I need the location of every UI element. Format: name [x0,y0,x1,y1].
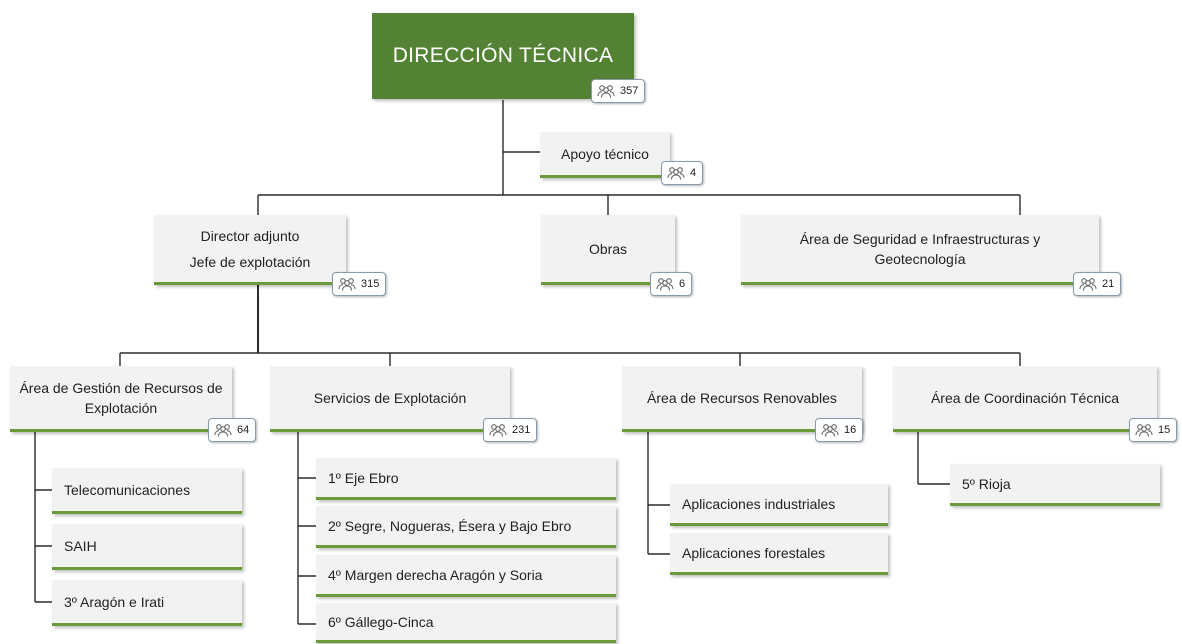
servicios-explotacion-label: Servicios de Explotación [313,389,467,406]
area-seguridad-label: Área de Seguridad e Infraestructuras y G… [799,230,1041,267]
rioja-label: 5º Rioja [962,475,1011,492]
jefe-explotacion-label: Jefe de explotación [189,253,311,270]
obras-box[interactable]: Obras [541,215,675,285]
aplicaciones-industriales-label: Aplicaciones industriales [682,495,836,512]
area-gestion-recursos-box[interactable]: Área de Gestión de Recursos de Explotaci… [10,366,232,432]
area-recursos-renovables-label: Área de Recursos Renovables [647,389,837,406]
headcount-value: 4 [690,167,697,179]
saih-box[interactable]: SAIH [52,524,242,570]
people-group-icon [489,424,507,437]
segre-nogueras-box[interactable]: 2º Segre, Nogueras, Ésera y Bajo Ebro [316,506,616,548]
headcount-badge-direccion-tecnica: 357 [591,79,646,103]
people-group-icon [656,278,674,291]
servicios-explotacion-box[interactable]: Servicios de Explotación [270,366,510,432]
headcount-badge-apoyo-tecnico: 4 [661,161,704,185]
eje-ebro-box[interactable]: 1º Eje Ebro [316,458,616,500]
people-group-icon [821,424,839,437]
area-coordinacion-tecnica-box[interactable]: Área de Coordinación Técnica [893,366,1157,432]
headcount-value: 6 [679,278,686,290]
segre-nogueras-label: 2º Segre, Nogueras, Ésera y Bajo Ebro [328,517,572,534]
apoyo-tecnico-box[interactable]: Apoyo técnico [540,132,670,178]
area-gestion-recursos-label: Área de Gestión de Recursos de Explotaci… [19,379,223,416]
aplicaciones-industriales-box[interactable]: Aplicaciones industriales [670,484,888,526]
headcount-value: 315 [361,278,380,290]
gallego-cinca-label: 6º Gállego-Cinca [328,613,434,630]
people-group-icon [338,278,356,291]
aplicaciones-forestales-box[interactable]: Aplicaciones forestales [670,533,888,575]
headcount-badge-gestion: 64 [208,418,257,442]
direccion-tecnica-label: DIRECCIÓN TÉCNICA [392,44,614,67]
headcount-value: 64 [237,424,250,436]
apoyo-tecnico-label: Apoyo técnico [561,145,649,162]
aplicaciones-forestales-label: Aplicaciones forestales [682,544,826,561]
aragon-irati-label: 3º Aragón e Irati [64,593,165,610]
people-group-icon [214,424,232,437]
direccion-tecnica-box[interactable]: DIRECCIÓN TÉCNICA [372,13,634,99]
headcount-badge-coordinacion: 15 [1129,418,1178,442]
headcount-badge-obras: 6 [650,272,693,296]
director-adjunto-box[interactable]: Director adjunto Jefe de explotación [154,215,346,285]
area-coordinacion-tecnica-label: Área de Coordinación Técnica [930,389,1120,406]
obras-label: Obras [588,240,628,257]
director-adjunto-label: Director adjunto [200,227,300,244]
telecomunicaciones-label: Telecomunicaciones [64,481,191,498]
headcount-value: 357 [620,85,639,97]
people-group-icon [667,167,685,180]
headcount-badge-servicios: 231 [483,418,538,442]
headcount-badge-renovables: 16 [815,418,864,442]
rioja-box[interactable]: 5º Rioja [950,464,1160,506]
headcount-value: 15 [1158,424,1171,436]
people-group-icon [1135,424,1153,437]
people-group-icon [1079,278,1097,291]
headcount-badge-seguridad: 21 [1073,272,1122,296]
headcount-value: 231 [512,424,531,436]
headcount-badge-director: 315 [332,272,387,296]
saih-label: SAIH [64,537,97,554]
aragon-irati-box[interactable]: 3º Aragón e Irati [52,580,242,626]
people-group-icon [597,85,615,98]
area-seguridad-box[interactable]: Área de Seguridad e Infraestructuras y G… [741,215,1099,285]
eje-ebro-label: 1º Eje Ebro [328,469,399,486]
headcount-value: 16 [844,424,857,436]
margen-derecha-box[interactable]: 4º Margen derecha Aragón y Soria [316,555,616,597]
headcount-value: 21 [1102,278,1115,290]
gallego-cinca-box[interactable]: 6º Gállego-Cinca [316,603,616,643]
margen-derecha-label: 4º Margen derecha Aragón y Soria [328,566,543,583]
telecomunicaciones-box[interactable]: Telecomunicaciones [52,468,242,514]
